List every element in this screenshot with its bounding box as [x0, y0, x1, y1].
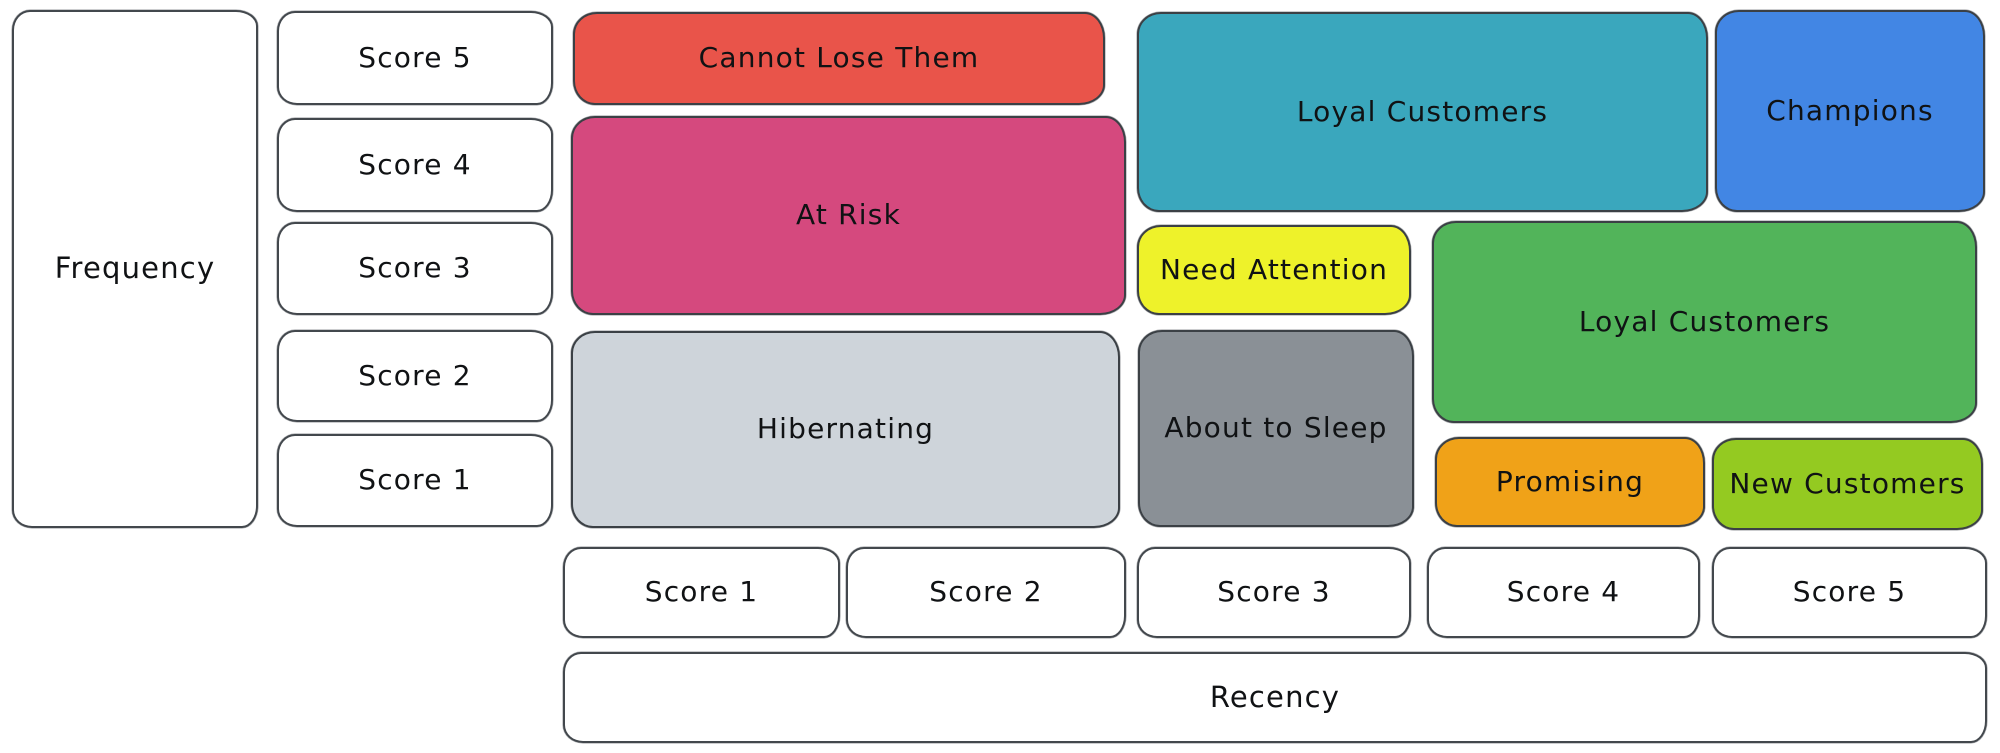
segment-about-to-sleep: About to Sleep — [1138, 330, 1414, 527]
segment-need-attention-label: Need Attention — [1159, 252, 1389, 286]
frequency-score-4-box: Score 4 — [277, 118, 553, 212]
recency-score-5-box: Score 5 — [1712, 547, 1987, 638]
recency-score-2-box: Score 2 — [846, 547, 1126, 638]
frequency-score-2-box: Score 2 — [277, 330, 553, 422]
segment-at-risk-label: At Risk — [796, 198, 901, 232]
frequency-score-4-label: Score 4 — [358, 147, 472, 181]
frequency-score-3-box: Score 3 — [277, 222, 553, 315]
recency-score-1-label: Score 1 — [644, 575, 759, 609]
segment-hibernating-label: Hibernating — [756, 412, 935, 446]
frequency-score-1-label: Score 1 — [358, 463, 472, 497]
segment-champions-label: Champions — [1766, 93, 1934, 127]
frequency-score-3-label: Score 3 — [358, 251, 472, 285]
recency-score-3-label: Score 3 — [1217, 575, 1331, 609]
segment-new-customers: New Customers — [1712, 438, 1983, 530]
frequency-score-1-box: Score 1 — [277, 434, 553, 527]
frequency-score-2-label: Score 2 — [358, 358, 472, 392]
segment-promising-label: Promising — [1495, 464, 1645, 498]
segment-champions: Champions — [1715, 10, 1985, 212]
recency-score-4-box: Score 4 — [1427, 547, 1700, 638]
recency-axis-box: Recency — [563, 652, 1987, 743]
segment-loyal-customers-green-label: Loyal Customers — [1578, 304, 1831, 338]
frequency-score-5-label: Score 5 — [358, 40, 472, 74]
frequency-axis-box: Frequency — [12, 10, 258, 528]
segment-about-to-sleep-label: About to Sleep — [1164, 411, 1388, 445]
recency-score-5-label: Score 5 — [1792, 575, 1907, 609]
segment-new-customers-label: New Customers — [1729, 466, 1966, 500]
segment-promising: Promising — [1435, 437, 1705, 527]
segment-loyal-customers-green: Loyal Customers — [1432, 221, 1977, 423]
recency-score-3-box: Score 3 — [1137, 547, 1411, 638]
segment-loyal-customers-teal-label: Loyal Customers — [1296, 94, 1549, 128]
recency-score-1-box: Score 1 — [563, 547, 840, 638]
segment-at-risk: At Risk — [571, 116, 1126, 315]
recency-score-2-label: Score 2 — [929, 575, 1043, 609]
recency-score-4-label: Score 4 — [1506, 575, 1621, 609]
frequency-axis-label: Frequency — [54, 251, 216, 286]
segment-hibernating: Hibernating — [571, 331, 1120, 528]
recency-axis-label: Recency — [1209, 679, 1341, 714]
segment-need-attention: Need Attention — [1137, 225, 1411, 315]
segment-cannot-lose-them: Cannot Lose Them — [573, 12, 1105, 105]
segment-cannot-lose-them-label: Cannot Lose Them — [698, 41, 980, 75]
segment-loyal-customers-teal: Loyal Customers — [1137, 12, 1708, 212]
frequency-score-5-box: Score 5 — [277, 11, 553, 105]
